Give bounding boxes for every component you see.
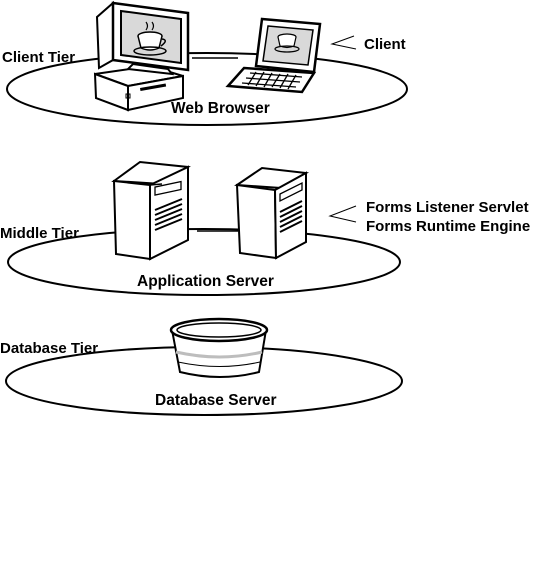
application-server-label: Application Server xyxy=(137,273,274,290)
client-callout-label: Client xyxy=(364,36,406,53)
client-tier-label: Client Tier xyxy=(2,49,75,66)
web-browser-label: Web Browser xyxy=(171,100,270,117)
middle-tier: Middle Tier Forms Listener Servlet Forms… xyxy=(0,160,530,296)
server-tower-icon xyxy=(234,166,310,260)
database-tier: Database Tier Database Server xyxy=(0,317,403,416)
database-tier-label: Database Tier xyxy=(0,340,98,357)
client-tier: Client Tier Client Web Browser xyxy=(2,0,408,126)
database-server-label: Database Server xyxy=(155,392,277,409)
server-tower-icon xyxy=(111,160,191,261)
database-icon xyxy=(169,317,269,378)
forms-runtime-engine-label: Forms Runtime Engine xyxy=(366,218,530,235)
client-callout-mark xyxy=(330,35,357,50)
forms-listener-servlet-label: Forms Listener Servlet xyxy=(366,199,529,216)
laptop-icon xyxy=(225,17,322,94)
desktop-computer-icon xyxy=(93,0,190,112)
middle-tier-label: Middle Tier xyxy=(0,225,79,242)
middle-tier-platform xyxy=(7,228,401,296)
middle-callout-mark xyxy=(328,205,357,223)
